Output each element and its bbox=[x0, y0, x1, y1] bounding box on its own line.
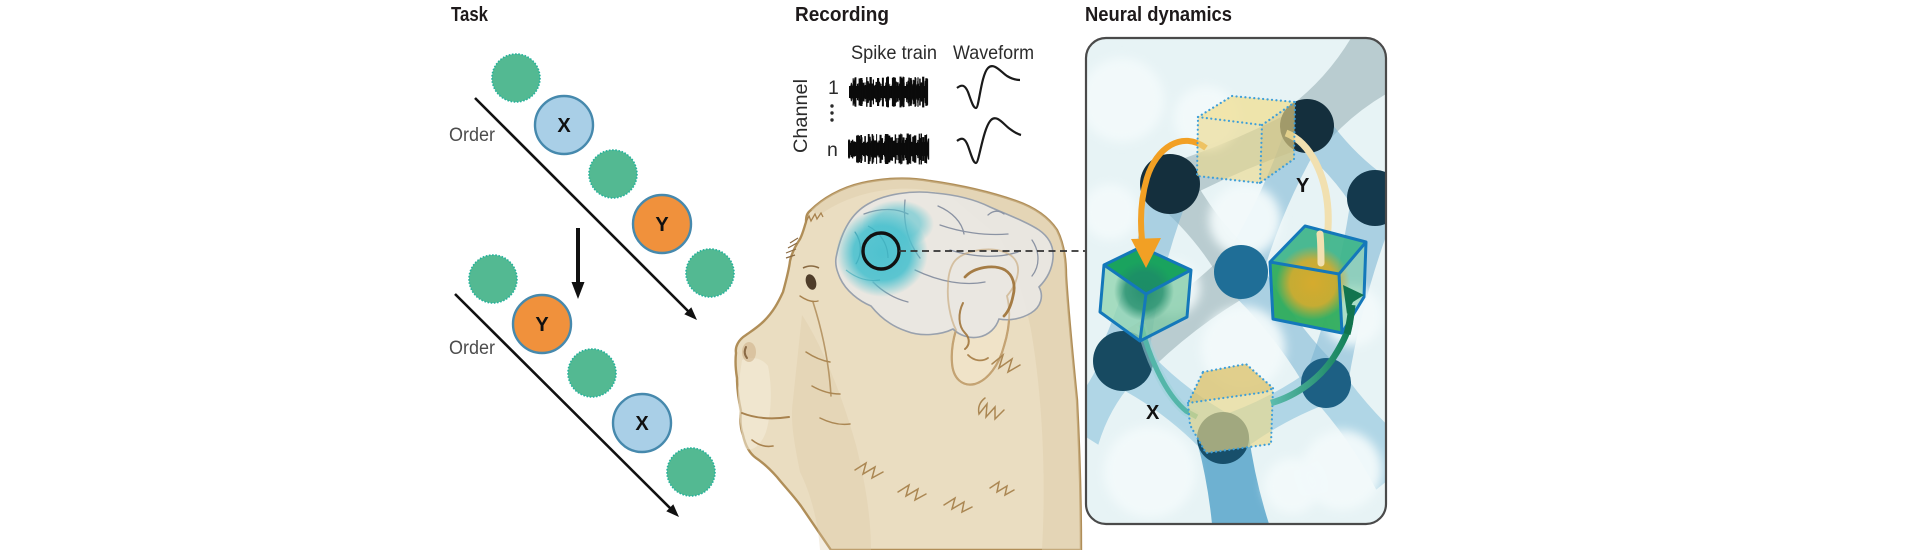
svg-text:Recording: Recording bbox=[795, 4, 889, 26]
svg-text:Task: Task bbox=[451, 4, 489, 26]
svg-text:Spike train: Spike train bbox=[851, 42, 937, 64]
svg-text:Neural dynamics: Neural dynamics bbox=[1085, 4, 1232, 26]
svg-text:Y: Y bbox=[655, 214, 669, 236]
svg-text:Channel: Channel bbox=[790, 79, 812, 153]
svg-text:Order: Order bbox=[449, 338, 496, 359]
svg-text:X: X bbox=[1146, 402, 1160, 424]
svg-text:Y: Y bbox=[535, 314, 549, 336]
svg-text:X: X bbox=[557, 115, 571, 137]
svg-text:1: 1 bbox=[828, 77, 839, 99]
svg-text:Order: Order bbox=[449, 125, 496, 146]
svg-text:X: X bbox=[635, 413, 649, 435]
svg-text:n: n bbox=[827, 139, 838, 161]
svg-text:Y: Y bbox=[1296, 175, 1310, 197]
svg-text:Waveform: Waveform bbox=[953, 42, 1034, 64]
